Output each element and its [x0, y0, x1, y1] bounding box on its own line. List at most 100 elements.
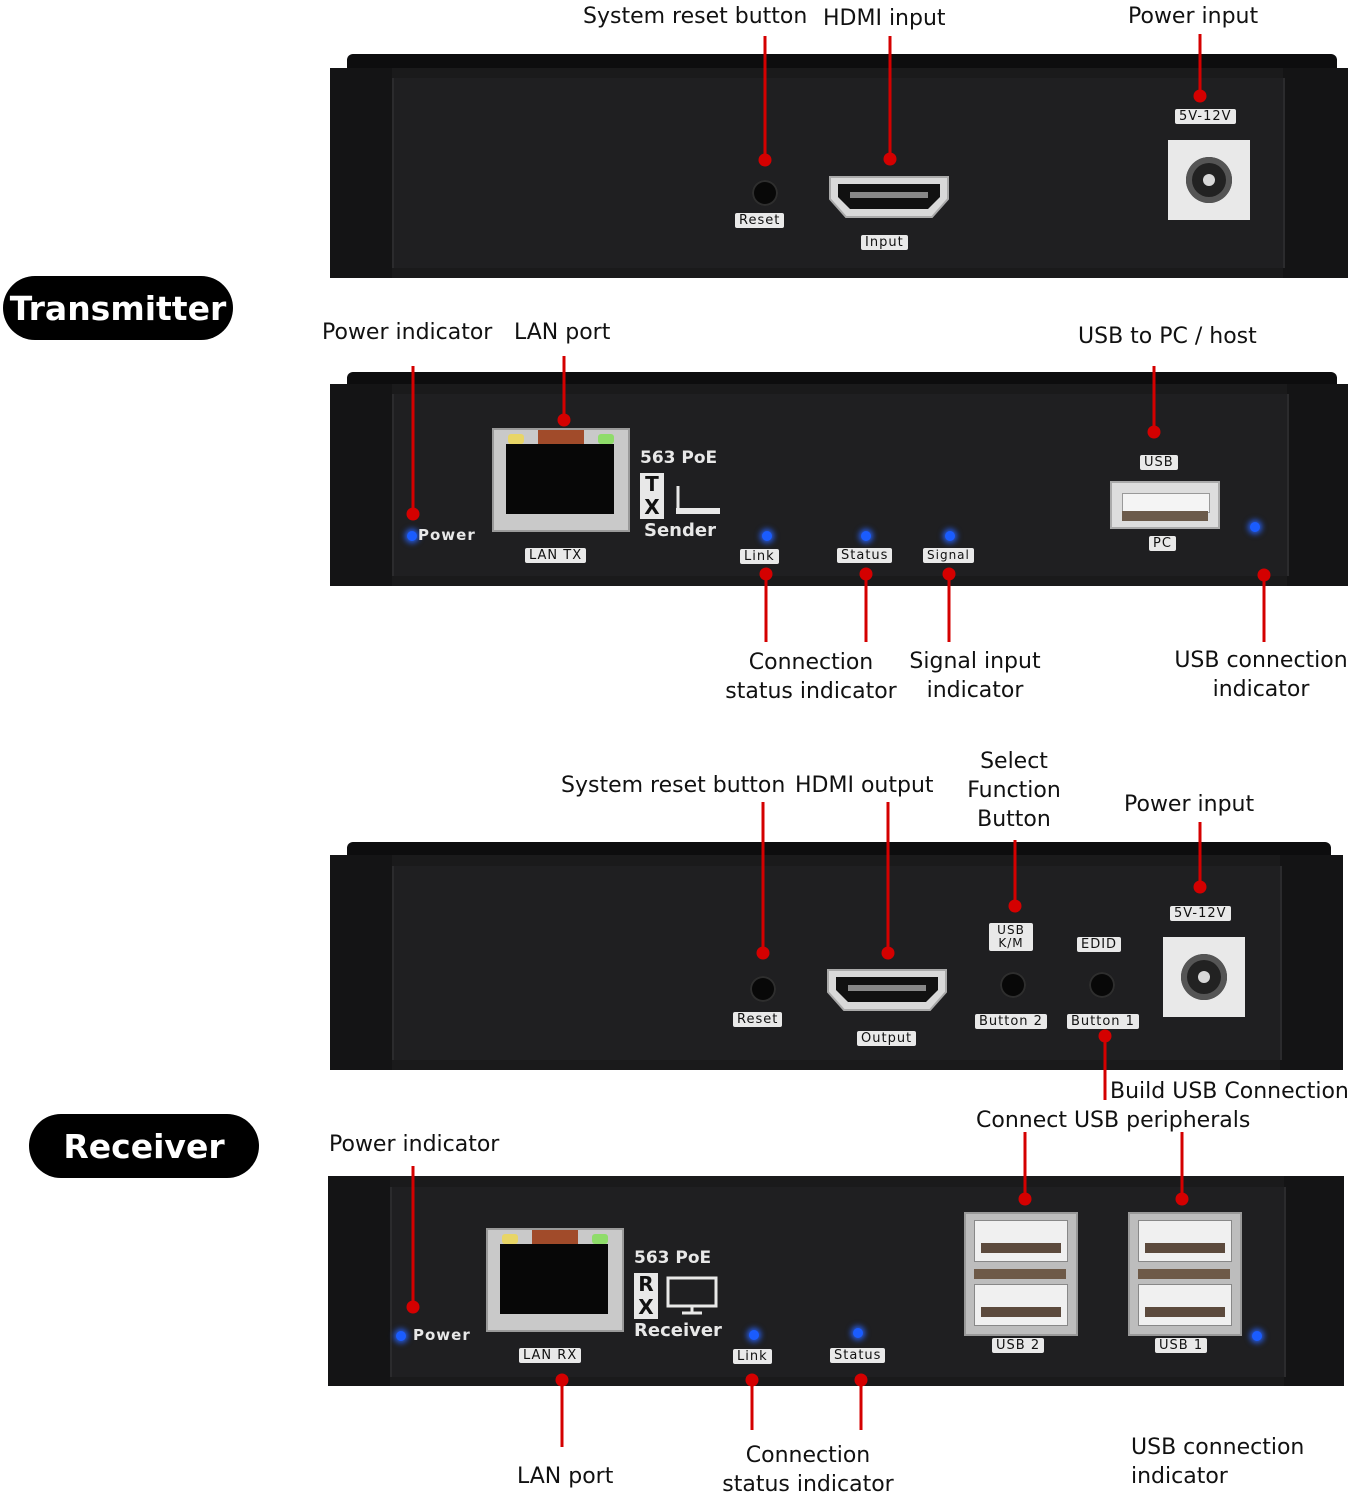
usb-km-label: USB K/M: [989, 923, 1033, 951]
function-button-1[interactable]: [1089, 972, 1115, 998]
callout-usb-connection-line2: indicator: [1131, 1464, 1228, 1489]
pc-label: PC: [1149, 536, 1176, 551]
lan-label: LAN RX: [519, 1348, 582, 1363]
callout-usb-connection-line1: USB connection: [1174, 648, 1348, 673]
callout-usb-connection: USB connection indicator: [1170, 646, 1352, 704]
callout-signal-line1: Signal input: [909, 649, 1041, 674]
leader-dot: [557, 413, 571, 427]
right-bracket: [1287, 384, 1348, 586]
model-logo: 563 PoE: [640, 448, 718, 468]
usb-port-stack-2[interactable]: [964, 1212, 1078, 1336]
status-led: [853, 1328, 863, 1338]
voltage-label: 5V-12V: [1175, 109, 1236, 124]
callout-usb-host: USB to PC / host: [1078, 324, 1257, 349]
usb-port[interactable]: [974, 1284, 1068, 1326]
dc-power-jack[interactable]: [1163, 937, 1245, 1017]
usb-divider: [1138, 1269, 1230, 1279]
button2-label: Button 2: [975, 1014, 1047, 1029]
callout-connection-status: Connection status indicator: [716, 648, 906, 706]
usb-port[interactable]: [1138, 1284, 1232, 1326]
sender-label: Sender: [644, 520, 716, 541]
dc-power-jack[interactable]: [1168, 140, 1250, 220]
usb-tongue: [981, 1243, 1061, 1253]
callout-signal-input: Signal input indicator: [898, 647, 1052, 705]
leader-dot: [756, 946, 770, 960]
function-button-2[interactable]: [1000, 972, 1026, 998]
monitor-icon: [666, 1276, 718, 1315]
callout-signal-line2: indicator: [926, 678, 1024, 703]
lan-port[interactable]: [486, 1228, 624, 1332]
usb-port[interactable]: [1138, 1220, 1232, 1262]
usb-tongue: [981, 1307, 1061, 1317]
power-led: [396, 1331, 406, 1341]
callout-hdmi-output: HDMI output: [795, 773, 934, 798]
transmitter-heading: Transmitter: [3, 276, 233, 340]
tx-badge-t: T: [645, 472, 659, 496]
right-bracket: [1283, 68, 1348, 278]
callout-usb-connection: USB connection indicator: [1131, 1433, 1304, 1491]
leader-dot: [406, 507, 420, 521]
lan-label: LAN TX: [525, 548, 587, 563]
rx-badge-x: X: [638, 1295, 654, 1319]
callout-hdmi-input: HDMI input: [823, 6, 946, 31]
rj45-latch: [538, 430, 584, 444]
callout-usb-connection-line2: indicator: [1212, 677, 1310, 702]
callout-connection-line1: Connection: [748, 650, 874, 675]
callout-reset-button: System reset button: [561, 773, 786, 798]
reset-button[interactable]: [752, 180, 778, 206]
link-led: [749, 1330, 759, 1340]
rj45-yellow-led: [508, 434, 524, 444]
receiver-heading: Receiver: [29, 1114, 259, 1178]
usb-connection-led: [1252, 1331, 1262, 1341]
reset-label: Reset: [735, 213, 785, 228]
reset-button[interactable]: [750, 976, 776, 1002]
callout-select-function: Select Function Button: [950, 747, 1078, 834]
right-bracket: [1280, 855, 1343, 1070]
leader-dot: [1147, 425, 1161, 439]
usb2-label: USB 2: [992, 1338, 1045, 1353]
callout-lan-port: LAN port: [517, 1464, 614, 1489]
right-bracket: [1284, 1176, 1344, 1386]
front-face: [392, 78, 1285, 268]
usb-port[interactable]: [974, 1220, 1068, 1262]
dc-jack-pin: [1198, 971, 1210, 983]
signal-led: [945, 531, 955, 541]
signal-label: Signal: [923, 548, 974, 563]
left-bracket: [330, 384, 392, 586]
rj45-socket: [500, 1244, 608, 1314]
callout-power-indicator: Power indicator: [329, 1132, 500, 1157]
callout-build-usb: Build USB Connection: [1110, 1079, 1349, 1104]
callout-connection-line1: Connection: [745, 1443, 871, 1468]
leader-dot: [758, 153, 772, 167]
callout-usb-connection-line1: USB connection: [1131, 1435, 1305, 1460]
callout-power-input: Power input: [1128, 4, 1259, 29]
usb-port-stack-1[interactable]: [1128, 1212, 1242, 1336]
leader-dot: [883, 152, 897, 166]
callout-lan-port: LAN port: [514, 320, 611, 345]
left-bracket: [330, 68, 392, 278]
rj45-socket: [506, 444, 614, 514]
callout-connection-line2: status indicator: [722, 1472, 894, 1497]
leader-dot: [1193, 89, 1207, 103]
leader-dot: [881, 946, 895, 960]
link-led: [762, 531, 772, 541]
callout-reset-button: System reset button: [583, 4, 808, 29]
button1-label: Button 1: [1067, 1014, 1139, 1029]
usb-tongue: [1145, 1307, 1225, 1317]
lan-port[interactable]: [492, 428, 630, 532]
leader-dot: [406, 1300, 420, 1314]
usb-connection-led: [1250, 522, 1260, 532]
hdmi-output-port[interactable]: [826, 968, 948, 1012]
rj45-yellow-led: [502, 1234, 518, 1244]
usb-divider: [974, 1269, 1066, 1279]
tx-badge-x: X: [644, 495, 660, 519]
reset-label: Reset: [733, 1012, 783, 1027]
left-bracket: [328, 1176, 390, 1386]
hdmi-input-port[interactable]: [828, 175, 950, 219]
status-led: [861, 531, 871, 541]
rj45-latch: [532, 1230, 578, 1244]
callout-connect-usb: Connect USB peripherals: [976, 1108, 1251, 1133]
model-logo: 563 PoE: [634, 1248, 712, 1268]
usb-host-port[interactable]: [1110, 481, 1220, 529]
